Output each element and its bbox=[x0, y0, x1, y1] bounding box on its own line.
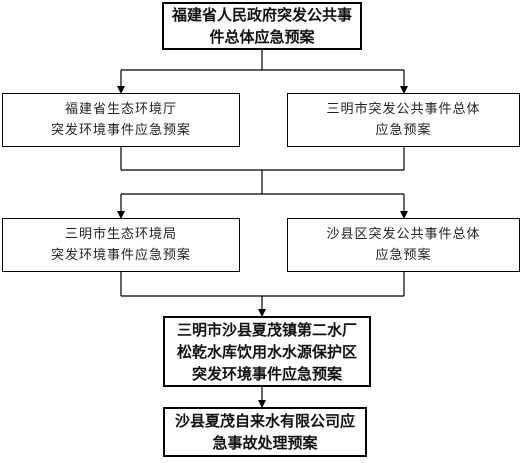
node-fujian-gov-plan: 福建省人民政府突发公共事 件总体应急预案 bbox=[162, 2, 362, 50]
node-water-source-plan-label: 三明市沙县夏茂镇第二水厂 松乾水库饮用水水源保护区 突发环境事件应急预案 bbox=[176, 320, 357, 383]
node-sanming-gov-plan-label: 三明市突发公共事件总体 应急预案 bbox=[326, 102, 481, 138]
node-water-company-plan-label: 沙县夏茂自来水有限公司应 急事故处理预案 bbox=[174, 412, 355, 452]
node-fujian-eco-plan: 福建省生态环境厅 突发环境事件应急预案 bbox=[2, 93, 240, 147]
node-shaxian-gov-plan: 沙县区突发公共事件总体 应急预案 bbox=[287, 218, 520, 272]
node-water-source-plan: 三明市沙县夏茂镇第二水厂 松乾水库饮用水水源保护区 突发环境事件应急预案 bbox=[163, 316, 371, 387]
node-sanming-eco-plan-label: 三明市生态环境局 突发环境事件应急预案 bbox=[50, 227, 191, 263]
node-fujian-gov-plan-label: 福建省人民政府突发公共事 件总体应急预案 bbox=[171, 6, 352, 46]
node-sanming-eco-plan: 三明市生态环境局 突发环境事件应急预案 bbox=[2, 218, 240, 272]
node-sanming-gov-plan: 三明市突发公共事件总体 应急预案 bbox=[287, 93, 520, 147]
node-water-company-plan: 沙县夏茂自来水有限公司应 急事故处理预案 bbox=[163, 407, 367, 457]
node-fujian-eco-plan-label: 福建省生态环境厅 突发环境事件应急预案 bbox=[50, 102, 191, 138]
node-shaxian-gov-plan-label: 沙县区突发公共事件总体 应急预案 bbox=[326, 227, 481, 263]
